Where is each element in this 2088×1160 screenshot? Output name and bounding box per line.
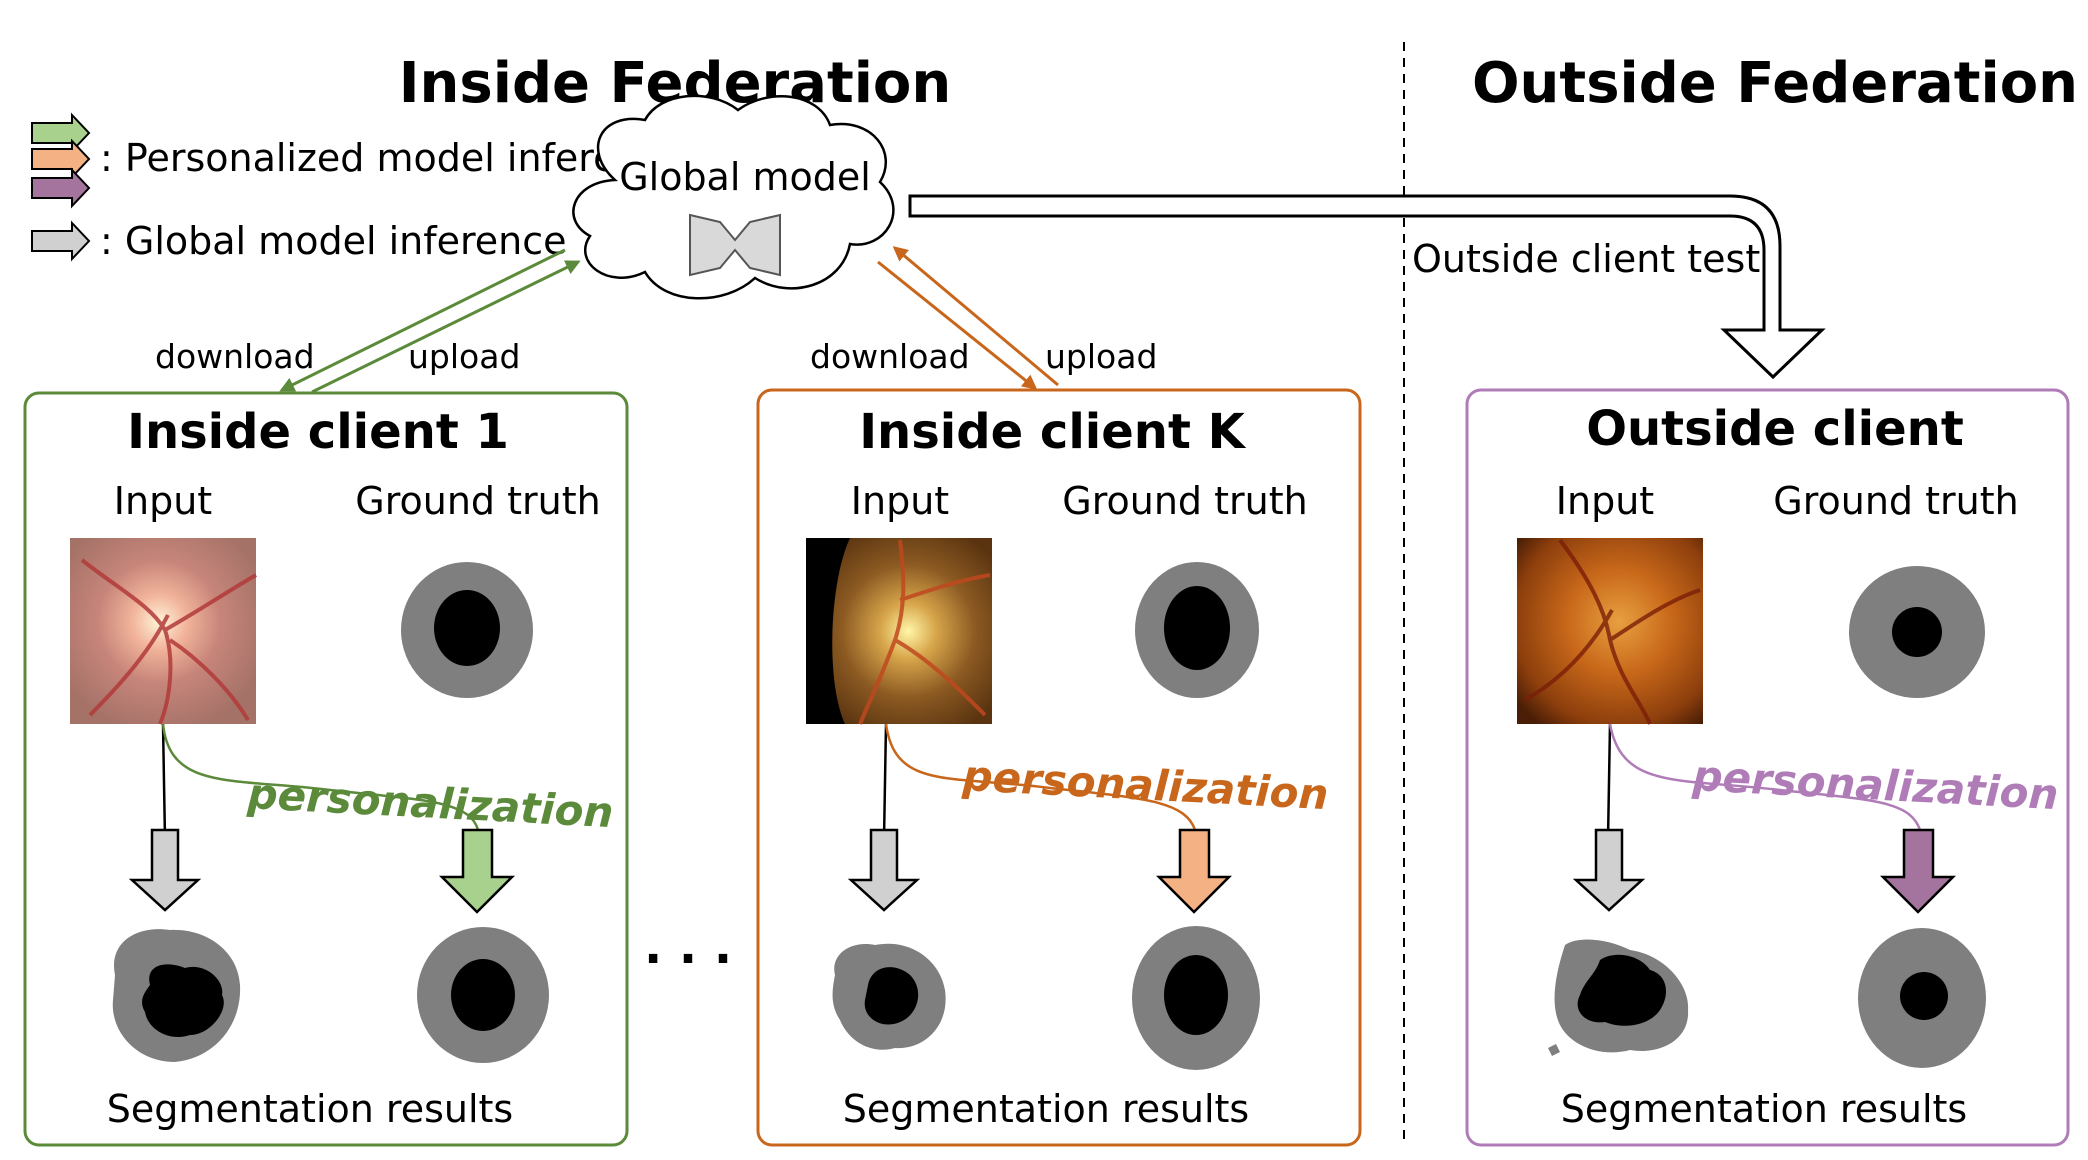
outside-client-test-label: Outside client test xyxy=(1412,237,1760,281)
client1-global-result xyxy=(112,929,241,1062)
outside-input-label: Input xyxy=(1556,479,1654,523)
download-arrow-clientK xyxy=(877,260,1038,390)
outside-global-arrow-icon xyxy=(1572,828,1646,912)
clientK-gt-label: Ground truth xyxy=(1062,479,1307,523)
outside-gt-label: Ground truth xyxy=(1773,479,2018,523)
legend: : Personalized model inference : Global … xyxy=(31,112,685,263)
outside-federation-header: Outside Federation xyxy=(1472,51,2078,116)
download-label-clientK: download xyxy=(810,337,970,376)
gray-arrow-icon xyxy=(31,220,91,262)
client1-panel: Inside client 1 Input Ground truth perso… xyxy=(23,391,629,1147)
clientK-personalized-result xyxy=(1132,926,1260,1070)
upload-label-client1: upload xyxy=(408,337,520,376)
client1-border xyxy=(23,391,629,1147)
outside-results-label: Segmentation results xyxy=(1561,1087,1967,1131)
outside-personalization-line xyxy=(1608,723,1922,831)
client1-results-label: Segmentation results xyxy=(107,1087,513,1131)
client1-personalization-line xyxy=(161,723,480,831)
clientK-global-line xyxy=(882,723,888,841)
upload-label-clientK: upload xyxy=(1045,337,1157,376)
clientK-personalized-arrow-icon xyxy=(1155,828,1233,914)
outside-personalized-arrow-icon xyxy=(1879,828,1957,914)
outside-ground-truth xyxy=(1849,566,1985,698)
clientK-title: Inside client K xyxy=(859,404,1246,460)
more-clients-ellipsis: · · · xyxy=(644,931,732,987)
client1-personalized-result xyxy=(417,927,549,1063)
clientK-personalization-label: personalization xyxy=(960,751,1329,819)
client1-title: Inside client 1 xyxy=(127,404,509,460)
clientK-input-label: Input xyxy=(851,479,949,523)
outside-client-title: Outside client xyxy=(1586,401,1964,457)
client1-global-line xyxy=(161,723,167,841)
outside-test-arrow-icon xyxy=(908,194,1826,380)
outside-global-result xyxy=(1548,939,1689,1056)
clientK-results-label: Segmentation results xyxy=(843,1087,1249,1131)
clientK-global-result xyxy=(832,943,946,1050)
outside-personalized-result xyxy=(1858,928,1986,1068)
download-label-client1: download xyxy=(155,337,315,376)
orange-arrow-icon xyxy=(31,138,91,180)
client1-gt-label: Ground truth xyxy=(355,479,600,523)
outside-global-line xyxy=(1606,723,1612,841)
upload-arrow-clientK xyxy=(892,246,1059,387)
client1-global-arrow-icon xyxy=(128,828,202,912)
clientK-input-image xyxy=(806,538,992,725)
clientK-personalization-line xyxy=(884,723,1197,831)
legend-personalized-label: : Personalized model inference xyxy=(100,136,685,180)
outside-input-image xyxy=(1517,538,1703,725)
global-model-cloud: Global model xyxy=(572,94,895,300)
clientK-border xyxy=(756,388,1362,1147)
client1-input-image xyxy=(70,538,257,725)
download-arrow-client1 xyxy=(279,248,566,392)
client1-ground-truth xyxy=(401,562,533,698)
upload-arrow-client1 xyxy=(311,260,581,394)
outside-client-panel: Outside client Input Ground truth person… xyxy=(1465,388,2070,1147)
global-model-label: Global model xyxy=(619,155,871,199)
network-icon xyxy=(689,213,781,277)
client1-personalized-arrow-icon xyxy=(438,828,516,914)
green-arrow-icon xyxy=(31,112,91,154)
outside-personalization-label: personalization xyxy=(1690,751,2059,819)
clientK-panel: Inside client K Input Ground truth perso… xyxy=(756,388,1362,1147)
clientK-global-arrow-icon xyxy=(847,828,921,912)
client1-personalization-label: personalization xyxy=(245,769,614,837)
clientK-ground-truth xyxy=(1135,562,1259,698)
cloud-icon xyxy=(572,94,895,300)
purple-arrow-icon xyxy=(31,167,91,209)
legend-global-label: : Global model inference xyxy=(100,219,567,263)
client1-input-label: Input xyxy=(114,479,212,523)
outside-client-border xyxy=(1465,388,2070,1147)
